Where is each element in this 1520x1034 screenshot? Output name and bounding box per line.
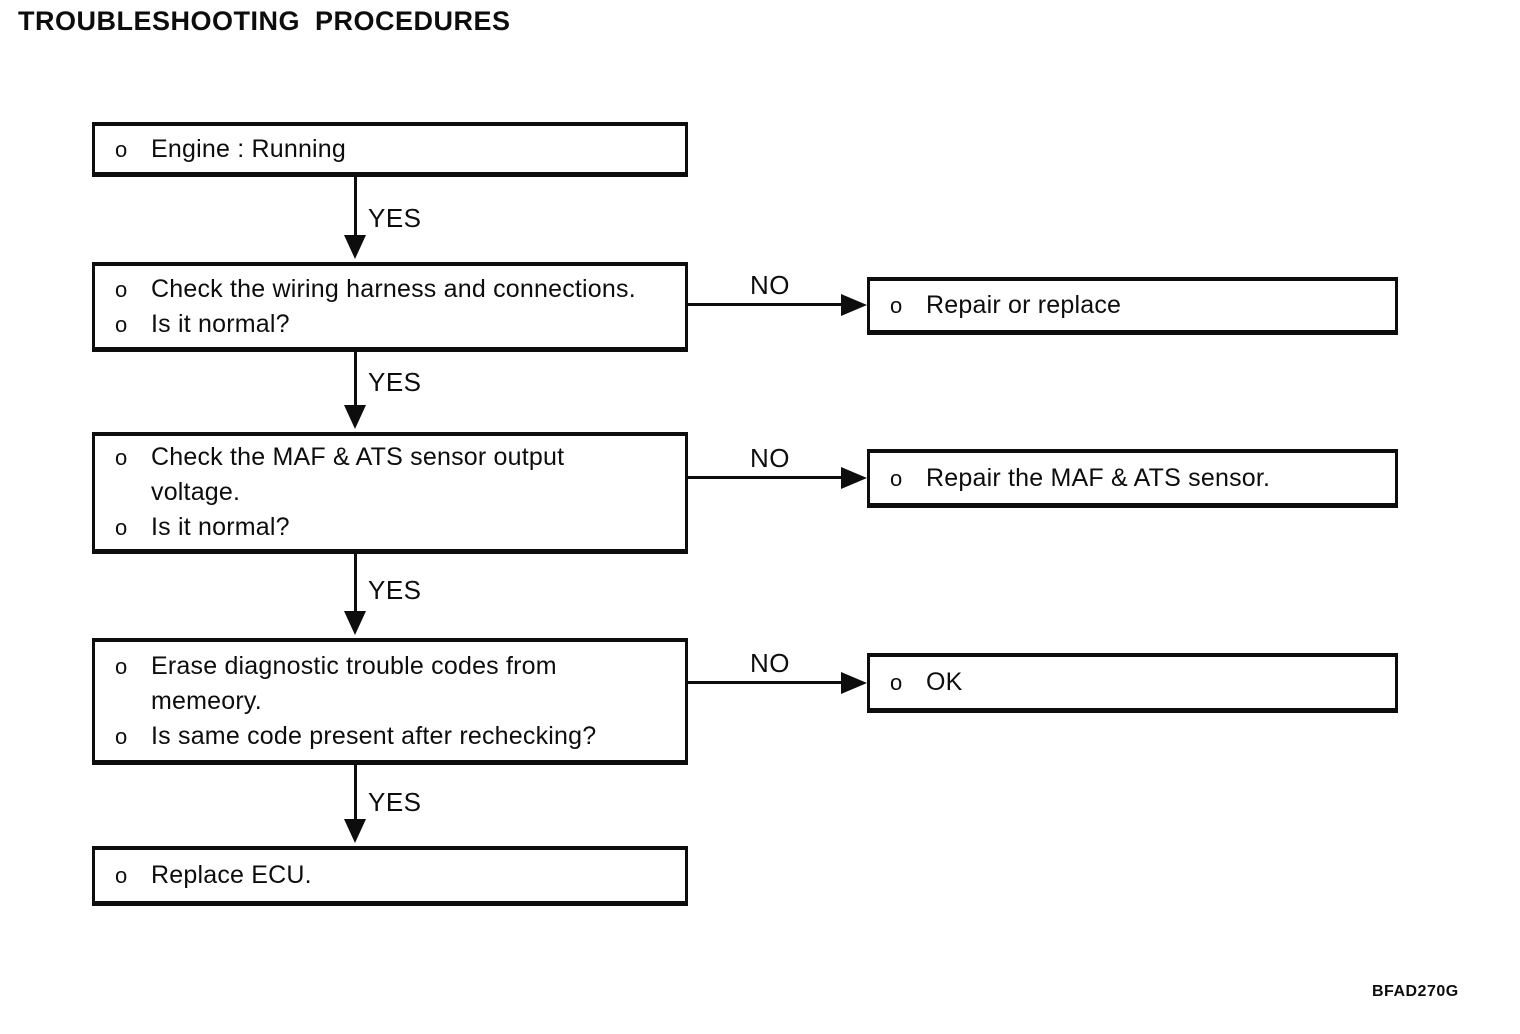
down-arrow-head-icon bbox=[344, 819, 366, 843]
step-line: o Replace ECU. bbox=[115, 858, 677, 893]
step-box-engine-running: o Engine : Running bbox=[92, 122, 688, 177]
no-label-3: NO bbox=[750, 648, 790, 678]
yes-label-3: YES bbox=[368, 575, 422, 605]
result-text: Repair the MAF & ATS sensor. bbox=[926, 463, 1271, 492]
bullet-marker: o bbox=[115, 653, 128, 679]
step-line: memeory. bbox=[115, 684, 677, 719]
yes-label-1: YES bbox=[368, 203, 422, 233]
bullet-marker: o bbox=[115, 136, 128, 162]
right-arrow-head-icon bbox=[841, 467, 867, 489]
figure-code: BFAD270G bbox=[1372, 983, 1459, 1000]
bullet-marker: o bbox=[890, 670, 903, 695]
step-text: Is it normal? bbox=[151, 309, 290, 338]
step-line: o Is it normal? bbox=[115, 307, 677, 342]
bullet-marker: o bbox=[115, 276, 128, 302]
bullet-marker: o bbox=[890, 293, 903, 318]
result-line: o OK bbox=[890, 665, 1387, 700]
bullet-marker: o bbox=[115, 311, 128, 337]
right-arrow-head-icon bbox=[841, 294, 867, 316]
down-arrow-line-2 bbox=[354, 352, 357, 406]
step-line: o Is it normal? bbox=[115, 510, 677, 545]
result-line: o Repair or replace bbox=[890, 288, 1387, 323]
step-line: o Engine : Running bbox=[115, 132, 677, 167]
step-box-check-maf-ats: o Check the MAF & ATS sensor output volt… bbox=[92, 432, 688, 554]
right-arrow-line-2 bbox=[688, 476, 843, 479]
no-label-2: NO bbox=[750, 443, 790, 473]
bullet-marker: o bbox=[115, 445, 128, 470]
result-box-repair-or-replace: o Repair or replace bbox=[867, 277, 1398, 335]
down-arrow-head-icon bbox=[344, 611, 366, 635]
step-box-check-wiring: o Check the wiring harness and connectio… bbox=[92, 262, 688, 352]
step-text: Is same code present after rechecking? bbox=[151, 721, 597, 750]
yes-label-2: YES bbox=[368, 367, 422, 397]
yes-label-4: YES bbox=[368, 787, 422, 817]
step-text: memeory. bbox=[151, 686, 262, 715]
down-arrow-line-3 bbox=[354, 554, 357, 612]
bullet-marker: o bbox=[890, 465, 903, 491]
step-line: o Erase diagnostic trouble codes from bbox=[115, 649, 677, 684]
down-arrow-head-icon bbox=[344, 235, 366, 259]
step-box-erase-codes: o Erase diagnostic trouble codes from me… bbox=[92, 638, 688, 765]
step-line: o Is same code present after rechecking? bbox=[115, 719, 677, 754]
step-text: Is it normal? bbox=[151, 513, 290, 541]
step-text: Erase diagnostic trouble codes from bbox=[151, 651, 557, 680]
bullet-marker: o bbox=[115, 863, 128, 888]
no-label-1: NO bbox=[750, 270, 790, 300]
down-arrow-line-1 bbox=[354, 177, 357, 237]
result-box-repair-maf-ats: o Repair the MAF & ATS sensor. bbox=[867, 449, 1398, 508]
right-arrow-line-1 bbox=[688, 303, 843, 306]
step-line: voltage. bbox=[115, 475, 677, 510]
result-text: OK bbox=[926, 668, 963, 696]
right-arrow-line-3 bbox=[688, 681, 843, 684]
step-text: Replace ECU. bbox=[151, 861, 312, 889]
result-box-ok: o OK bbox=[867, 653, 1398, 713]
result-line: o Repair the MAF & ATS sensor. bbox=[890, 461, 1387, 496]
result-text: Repair or replace bbox=[926, 291, 1122, 319]
step-line: o Check the MAF & ATS sensor output bbox=[115, 440, 677, 475]
step-text: Check the wiring harness and connections… bbox=[151, 274, 636, 303]
right-arrow-head-icon bbox=[841, 672, 867, 694]
down-arrow-head-icon bbox=[344, 405, 366, 429]
step-text: Check the MAF & ATS sensor output bbox=[151, 443, 565, 471]
bullet-marker: o bbox=[115, 515, 128, 540]
page-title: TROUBLESHOOTING PROCEDURES bbox=[18, 6, 511, 36]
step-text: Engine : Running bbox=[151, 134, 347, 163]
step-text: voltage. bbox=[151, 478, 241, 506]
step-box-replace-ecu: o Replace ECU. bbox=[92, 846, 688, 906]
down-arrow-line-4 bbox=[354, 765, 357, 821]
step-line: o Check the wiring harness and connectio… bbox=[115, 272, 677, 307]
bullet-marker: o bbox=[115, 723, 128, 749]
